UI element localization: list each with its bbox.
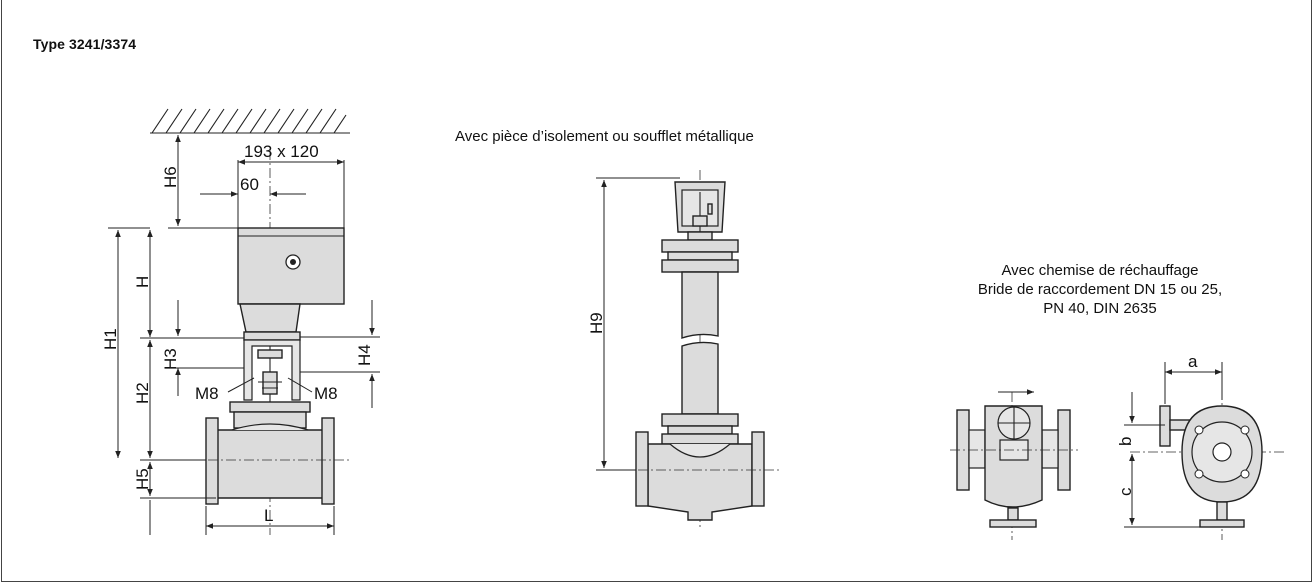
dim-l: L <box>264 506 273 525</box>
dim-h5: H5 <box>133 468 152 490</box>
main-valve-drawing: 193 x 120 60 H6 H1 H H3 H2 H5 <box>101 108 380 535</box>
dim-h1: H1 <box>101 328 120 350</box>
dim-offset: 60 <box>240 175 259 194</box>
dim-h2: H2 <box>133 382 152 404</box>
bellows-valve-drawing: H9 <box>587 170 780 530</box>
dim-b: b <box>1116 437 1135 446</box>
dim-width-depth: 193 x 120 <box>244 142 319 161</box>
caption-jacket-line-3: PN 40, DIN 2635 <box>1043 300 1157 317</box>
ceiling-hatch <box>150 108 350 134</box>
dim-a: a <box>1188 352 1198 371</box>
drawing-title: Type 3241/3374 <box>33 36 137 52</box>
inlet-flange <box>205 417 219 505</box>
caption-bellows: Avec pièce d’isolement ou soufflet métal… <box>455 128 754 145</box>
outlet-flange <box>321 417 335 505</box>
dim-h3: H3 <box>161 348 180 370</box>
dim-c: c <box>1116 487 1135 496</box>
heating-jacket-drawing: a b c <box>950 352 1286 540</box>
dim-h6: H6 <box>161 166 180 188</box>
dim-m8-left: M8 <box>195 384 219 403</box>
dim-m8-right: M8 <box>314 384 338 403</box>
dim-h9: H9 <box>587 312 606 334</box>
dim-h4: H4 <box>355 344 374 366</box>
caption-heating-jacket: Avec chemise de réchauffage Bride de rac… <box>927 261 1273 318</box>
caption-jacket-line-1: Avec chemise de réchauffage <box>1001 262 1199 279</box>
dim-h: H <box>133 276 152 288</box>
caption-jacket-line-2: Bride de raccordement DN 15 ou 25, <box>977 281 1223 298</box>
